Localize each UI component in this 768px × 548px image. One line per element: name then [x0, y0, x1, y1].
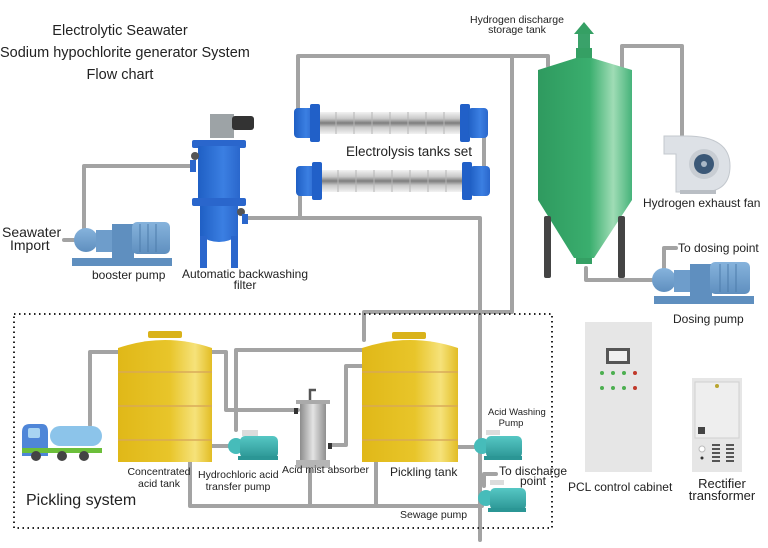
pipe-tank-to-fan	[620, 44, 684, 142]
booster-pump	[72, 222, 172, 266]
to-discharge-point-label: To discharge point	[498, 464, 568, 488]
pipe-electrolyzer-top-return	[296, 54, 550, 124]
dosing-pump	[652, 262, 754, 304]
pipe-truck-to-acid-tank	[88, 350, 120, 427]
pipe-tank-to-dosing-pump	[584, 266, 662, 282]
to-dosing-point-label: To dosing point	[678, 241, 759, 255]
pipe-absorber-to-pickling	[328, 364, 366, 447]
exhaust-fan-label: Hydrogen exhaust fan	[643, 196, 761, 210]
electrolyzer-upper	[294, 104, 488, 142]
pickling-tank	[362, 332, 458, 462]
pipe-dosing-to-point	[662, 246, 678, 270]
seawater-import-label: Seawater Import	[2, 224, 62, 253]
pipe-booster-to-filter	[82, 164, 196, 230]
pickling-system-boundary	[13, 313, 553, 529]
electrolyzer-lower	[296, 162, 490, 200]
hcl-transfer-pump-label: Hydrochloric acid transfer pump	[198, 469, 279, 493]
title-line-2: Sodium hypochlorite generator System	[0, 45, 250, 61]
electrolysis-tanks-set	[294, 104, 490, 200]
electrolysis-tanks-label: Electrolysis tanks set	[346, 144, 473, 159]
dosing-pump-label: Dosing pump	[673, 312, 744, 326]
acid-mist-absorber	[294, 388, 332, 468]
sewage-pump	[478, 480, 526, 512]
pipe-top-down-to-pickling	[362, 54, 514, 342]
plc-control-cabinet	[585, 322, 652, 472]
pipe-hcl-pump-to-pickling	[234, 348, 368, 432]
automatic-backwashing-filter	[190, 114, 254, 268]
rectifier-transformer	[692, 378, 742, 472]
indicator-lights	[600, 371, 637, 390]
hydrogen-tank-label: Hydrogen discharge storage tank	[470, 14, 564, 36]
pipe-sewage-to-discharge	[482, 472, 498, 488]
title-line-3: Flow chart	[86, 67, 154, 83]
filter-label: Automatic backwashing filter	[181, 267, 309, 292]
acid-washing-pump-label: Acid Washing Pump	[488, 407, 546, 429]
acid-washing-pump	[474, 430, 522, 460]
acid-mist-absorber-label: Acid mist absorber	[282, 464, 369, 476]
rectifier-transformer-label: Rectifier transformer	[688, 476, 756, 503]
pipe-bottom-drain-line	[188, 458, 484, 508]
title-line-1: Electrolytic Seawater	[52, 23, 188, 39]
pickling-system-label: Pickling system	[26, 492, 137, 509]
sewage-pump-label: Sewage pump	[400, 509, 468, 521]
hydrogen-discharge-storage-tank	[538, 22, 632, 278]
acid-delivery-truck	[22, 424, 102, 461]
hydrogen-exhaust-fan	[663, 135, 731, 194]
diagram-title: Electrolytic Seawater Sodium hypochlorit…	[0, 20, 250, 86]
plc-cabinet-label: PCL control cabinet	[568, 480, 673, 494]
pickling-tank-label: Pickling tank	[390, 465, 458, 479]
concentrated-acid-tank-label: Concentrated acid tank	[127, 466, 191, 490]
pipe-acid-tank-overflow	[210, 350, 300, 412]
hydrochloric-acid-transfer-pump	[228, 430, 278, 460]
concentrated-acid-tank	[118, 331, 212, 462]
booster-pump-label: booster pump	[92, 268, 166, 282]
